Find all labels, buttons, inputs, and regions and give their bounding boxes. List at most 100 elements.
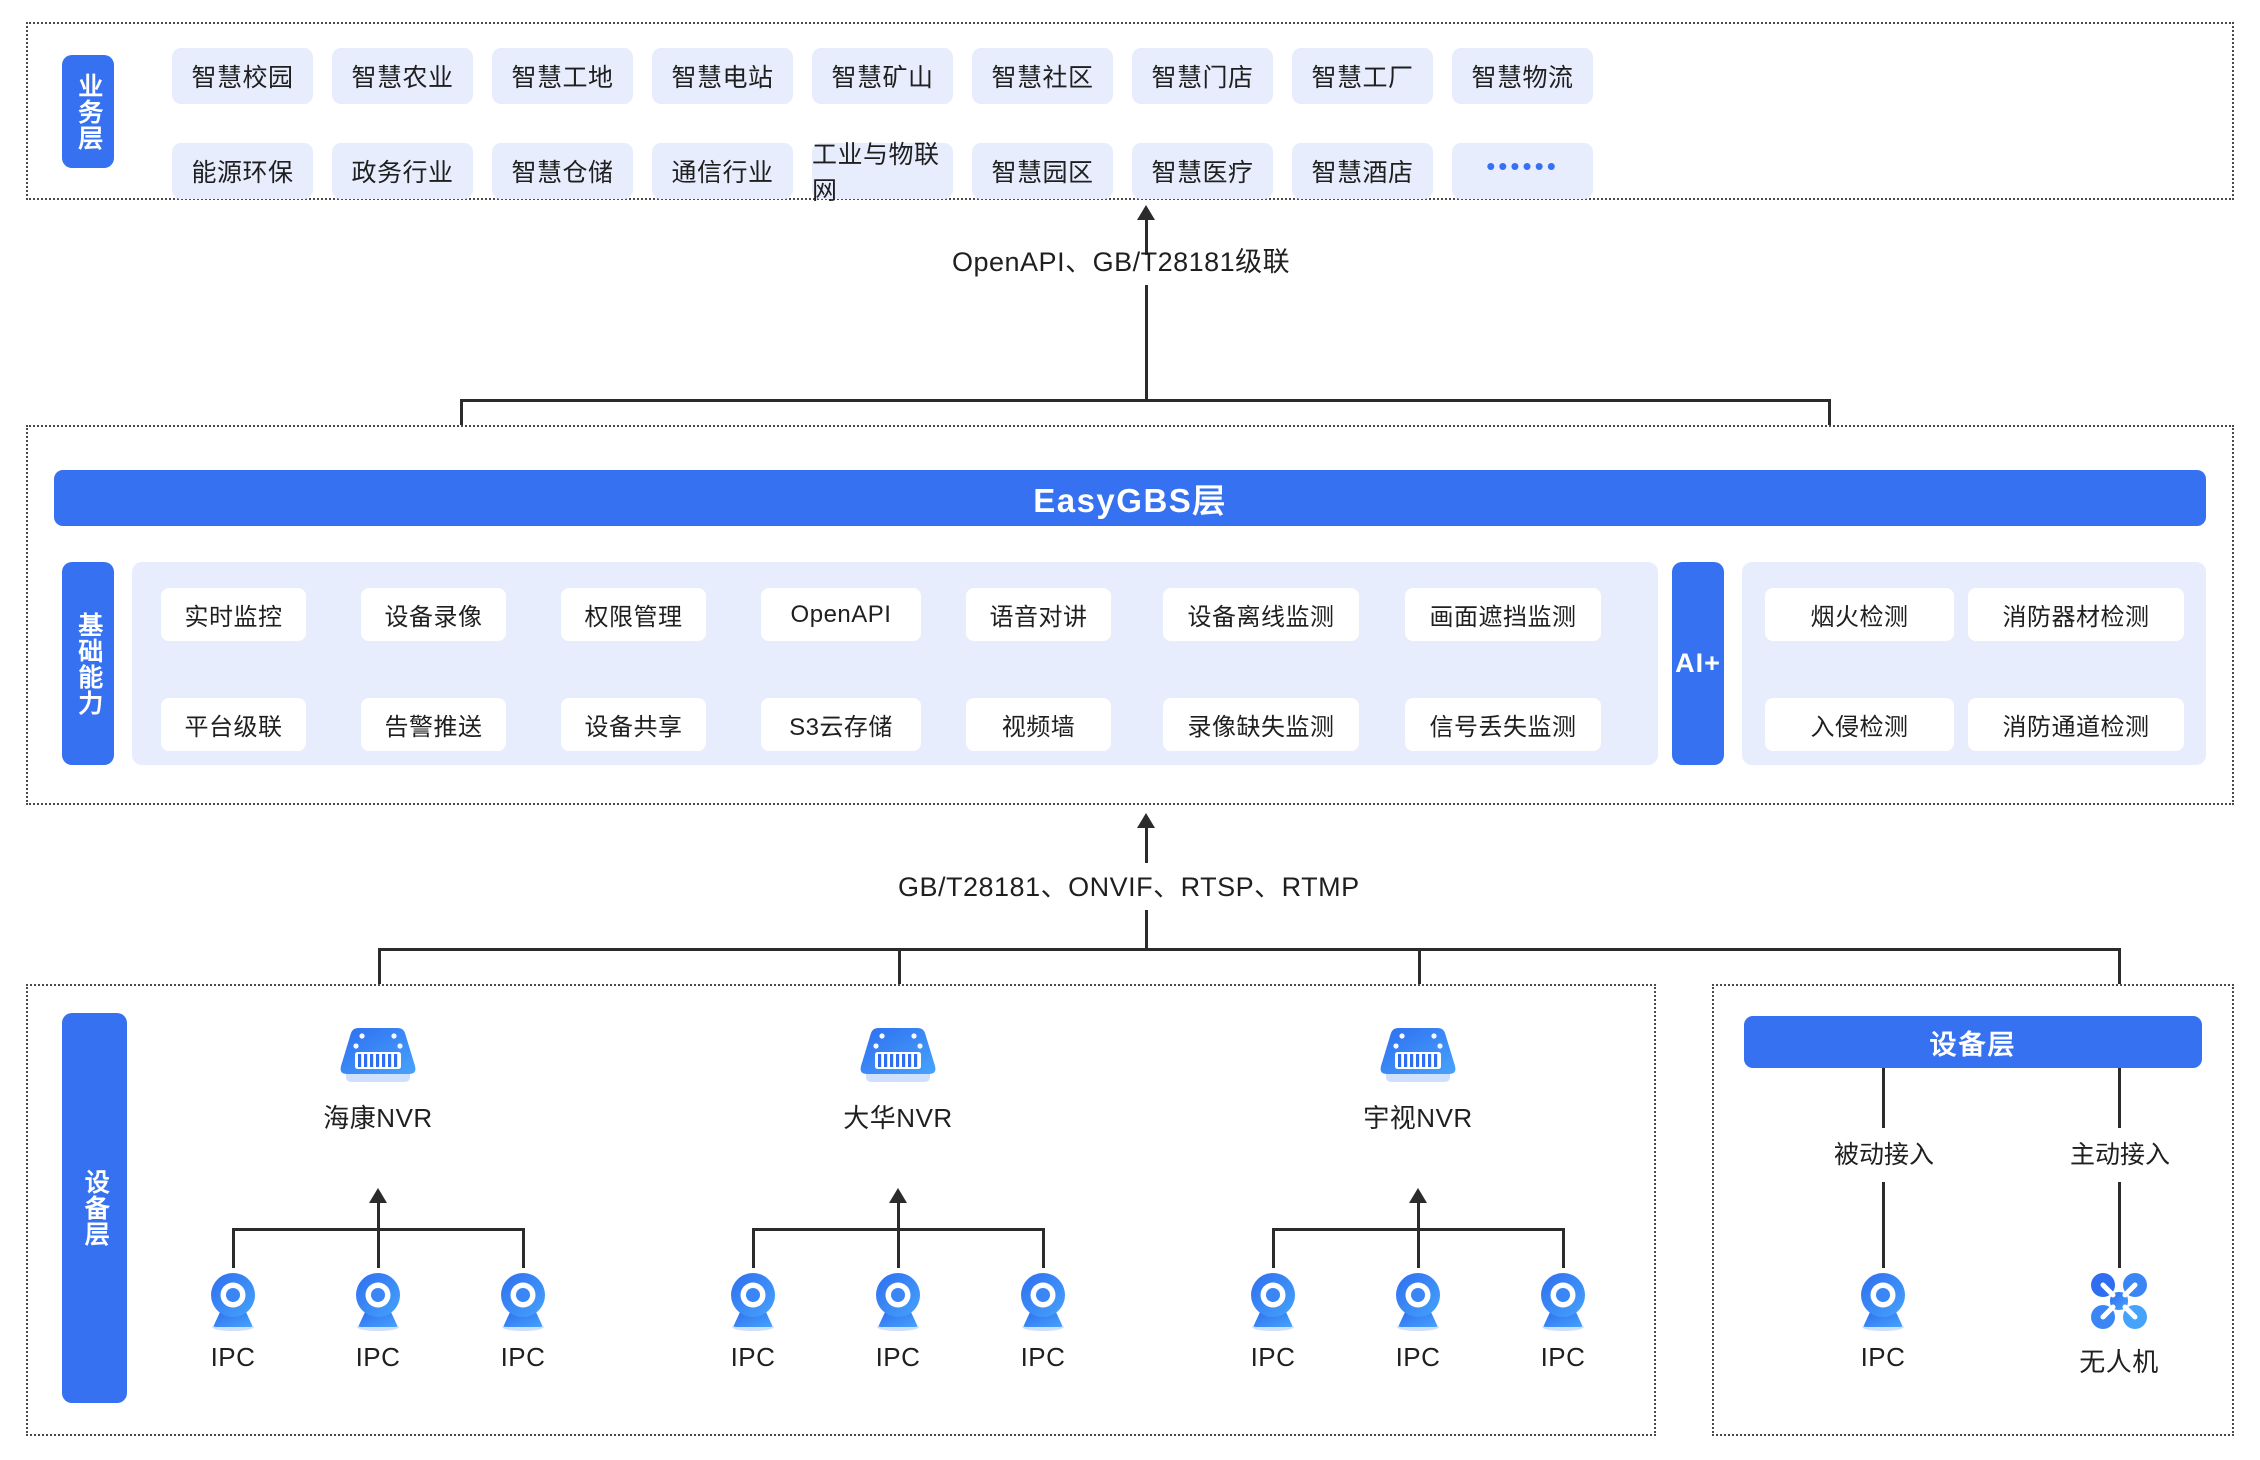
ipc-caption: IPC: [1395, 1342, 1441, 1372]
ipc-node[interactable]: IPC: [485, 1268, 561, 1373]
business-tag[interactable]: 智慧工厂: [1292, 48, 1433, 104]
nvr-node[interactable]: 宇视NVR: [1358, 1022, 1478, 1135]
ai-plus-text: AI+: [1675, 648, 1721, 679]
business-tag[interactable]: 智慧医疗: [1132, 143, 1273, 199]
capability-chip[interactable]: 视频墙: [966, 698, 1111, 751]
capability-chip[interactable]: 实时监控: [161, 588, 306, 641]
capability-chip[interactable]: 告警推送: [361, 698, 506, 751]
ipc-caption: IPC: [730, 1342, 776, 1372]
ipc-camera-icon: [1861, 1273, 1905, 1331]
capability-chip[interactable]: 录像缺失监测: [1163, 698, 1359, 751]
ipc-node[interactable]: IPC: [1525, 1268, 1601, 1373]
drone-node[interactable]: 无人机: [2079, 1268, 2159, 1379]
ipc-caption: IPC: [1860, 1342, 1906, 1372]
passive-branch-line-upper: [1882, 1068, 1885, 1128]
business-tag[interactable]: 能源环保: [172, 143, 313, 199]
nvr2-arrow-icon: [889, 1188, 907, 1203]
bottom-connector-vline-lower: [1145, 910, 1148, 950]
capability-chip[interactable]: OpenAPI: [761, 588, 921, 641]
ipc-node[interactable]: IPC: [1380, 1268, 1456, 1373]
business-tag[interactable]: 智慧电站: [652, 48, 793, 104]
top-connector-hline: [460, 399, 1830, 402]
ipc-node[interactable]: IPC: [715, 1268, 791, 1373]
business-tag[interactable]: 智慧酒店: [1292, 143, 1433, 199]
ipc-camera-icon: [1541, 1273, 1585, 1331]
top-connector-vline-lower: [1145, 285, 1148, 401]
business-tag[interactable]: 智慧农业: [332, 48, 473, 104]
nvr1-drop-2: [377, 1228, 380, 1268]
ipc-caption: IPC: [355, 1342, 401, 1372]
device-layer-right-title: 设备层: [1744, 1016, 2202, 1068]
ai-chip[interactable]: 烟火检测: [1765, 588, 1954, 641]
ipc-camera-icon: [501, 1273, 545, 1331]
nvr-caption: 宇视NVR: [1363, 1103, 1473, 1133]
bottom-connector-vline-upper: [1145, 827, 1148, 863]
ipc-node[interactable]: IPC: [1235, 1268, 1311, 1373]
nvr3-drop-2: [1417, 1228, 1420, 1268]
capability-chip[interactable]: 信号丢失监测: [1405, 698, 1601, 751]
ipc-node-passive[interactable]: IPC: [1845, 1268, 1921, 1373]
nvr3-arrow-icon: [1409, 1188, 1427, 1203]
nvr3-stem: [1417, 1202, 1420, 1230]
bottom-connector-branch-nvr2: [898, 948, 901, 1016]
business-tag[interactable]: 智慧社区: [972, 48, 1113, 104]
nvr-node[interactable]: 海康NVR: [318, 1022, 438, 1135]
capability-chip[interactable]: S3云存储: [761, 698, 921, 751]
business-tag[interactable]: 智慧门店: [1132, 48, 1273, 104]
easygbs-layer-bar: EasyGBS层: [54, 470, 2206, 526]
business-tag[interactable]: 智慧工地: [492, 48, 633, 104]
business-tag-more[interactable]: ••••••: [1452, 143, 1593, 199]
capability-chip[interactable]: 画面遮挡监测: [1405, 588, 1601, 641]
ipc-caption: IPC: [210, 1342, 256, 1372]
ipc-caption: IPC: [500, 1342, 546, 1372]
nvr1-drop-3: [522, 1228, 525, 1268]
ipc-camera-icon: [876, 1273, 920, 1331]
ai-chip[interactable]: 入侵检测: [1765, 698, 1954, 751]
business-tag[interactable]: 工业与物联网: [812, 141, 953, 205]
top-connector-arrow-icon: [1137, 205, 1155, 220]
active-access-label: 主动接入: [2069, 1141, 2170, 1169]
ipc-camera-icon: [1251, 1273, 1295, 1331]
capability-chip[interactable]: 语音对讲: [966, 588, 1111, 641]
ipc-node[interactable]: IPC: [1005, 1268, 1081, 1373]
capability-chip[interactable]: 平台级联: [161, 698, 306, 751]
bottom-connector-branch-nvr1: [378, 948, 381, 1016]
ipc-camera-icon: [356, 1273, 400, 1331]
ipc-node[interactable]: IPC: [340, 1268, 416, 1373]
ipc-node[interactable]: IPC: [195, 1268, 271, 1373]
nvr3-drop-3: [1562, 1228, 1565, 1268]
nvr2-drop-2: [897, 1228, 900, 1268]
capability-layer-label: 基础能力: [62, 562, 114, 765]
nvr2-drop-3: [1042, 1228, 1045, 1268]
business-tag[interactable]: 智慧园区: [972, 143, 1113, 199]
ipc-caption: IPC: [1540, 1342, 1586, 1372]
business-tag[interactable]: 智慧仓储: [492, 143, 633, 199]
nvr-node[interactable]: 大华NVR: [838, 1022, 958, 1135]
nvr2-stem: [897, 1202, 900, 1230]
nvr-caption: 大华NVR: [843, 1103, 953, 1133]
capability-chip[interactable]: 权限管理: [561, 588, 706, 641]
ai-chip[interactable]: 消防通道检测: [1968, 698, 2184, 751]
business-tag[interactable]: 智慧矿山: [812, 48, 953, 104]
business-tag[interactable]: 政务行业: [332, 143, 473, 199]
drone-caption: 无人机: [2079, 1347, 2159, 1377]
capability-chip[interactable]: 设备离线监测: [1163, 588, 1359, 641]
business-layer-label: 业务层: [62, 55, 114, 168]
capability-chip[interactable]: 设备共享: [561, 698, 706, 751]
ipc-camera-icon: [1021, 1273, 1065, 1331]
business-tag[interactable]: 智慧物流: [1452, 48, 1593, 104]
ipc-node[interactable]: IPC: [860, 1268, 936, 1373]
nvr3-drop-1: [1272, 1228, 1275, 1268]
business-tag[interactable]: 通信行业: [652, 143, 793, 199]
passive-branch-line-lower: [1882, 1182, 1885, 1268]
ipc-camera-icon: [211, 1273, 255, 1331]
nvr-icon: [1380, 1028, 1456, 1082]
ipc-camera-icon: [731, 1273, 775, 1331]
capability-chip[interactable]: 设备录像: [361, 588, 506, 641]
ai-chip[interactable]: 消防器材检测: [1968, 588, 2184, 641]
nvr1-stem: [377, 1202, 380, 1230]
business-tag[interactable]: 智慧校园: [172, 48, 313, 104]
ipc-caption: IPC: [875, 1342, 921, 1372]
drone-icon: [2091, 1273, 2147, 1329]
